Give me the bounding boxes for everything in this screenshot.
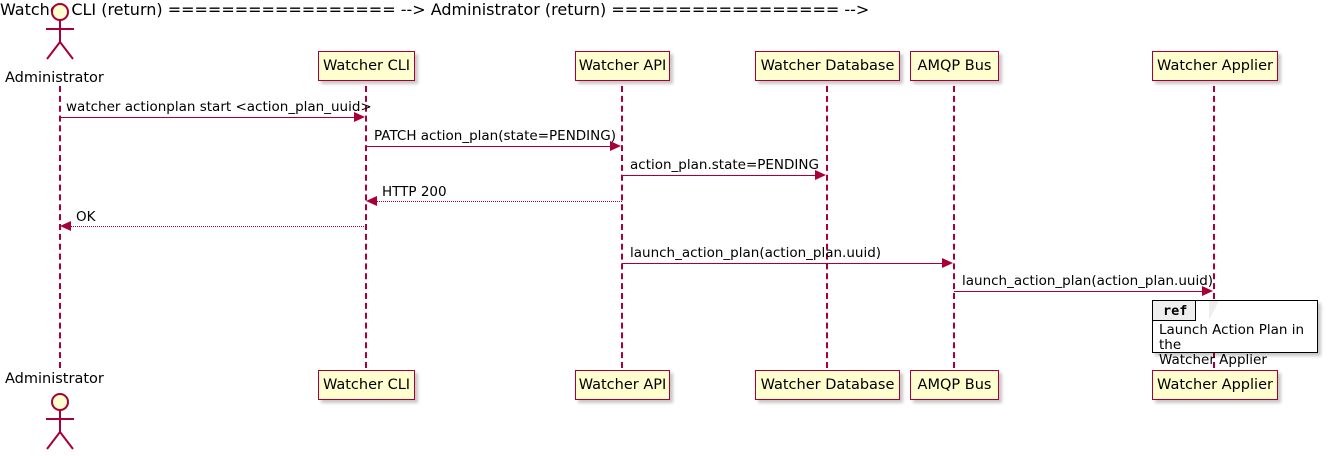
message-arrowhead-ok	[60, 221, 71, 231]
message-arrowhead-launch-action-plan-bus-to-applier	[1202, 286, 1213, 296]
message-label-launch-action-plan-api-to-bus: launch_action_plan(action_plan.uuid)	[630, 245, 882, 261]
message-arrowhead-http-200	[366, 196, 377, 206]
message-label-ok: OK	[76, 209, 96, 225]
message-line-http-200	[377, 201, 622, 202]
participant-watcher-applier-top[interactable]: Watcher Applier	[1152, 51, 1278, 81]
ref-fragment-header-corner	[1209, 301, 1219, 320]
lifeline-watcher-cli	[365, 86, 367, 368]
participant-amqp-bus-bottom[interactable]: AMQP Bus	[910, 370, 999, 400]
participant-watcher-api-bottom[interactable]: Watcher API	[575, 370, 670, 400]
actor-label-administrator-bottom: Administrator	[5, 371, 104, 387]
participant-watcher-database-top[interactable]: Watcher Database	[755, 51, 900, 81]
message-arrowhead-watcher-actionplan-start	[354, 112, 365, 122]
actor-administrator-bottom	[46, 393, 74, 450]
lifeline-amqp-bus	[953, 86, 955, 368]
message-line-action-plan-state-pending	[622, 175, 816, 176]
participant-watcher-database-bottom[interactable]: Watcher Database	[755, 370, 900, 400]
actor-administrator-top	[46, 3, 74, 60]
lifeline-watcher-database	[826, 86, 828, 368]
message-arrowhead-patch-action-plan	[610, 141, 621, 151]
participant-amqp-bus-top[interactable]: AMQP Bus	[910, 51, 999, 81]
ref-fragment-body-line-1: Launch Action Plan in the	[1159, 322, 1305, 353]
message-line-launch-action-plan-bus-to-applier	[954, 291, 1203, 292]
message-label-patch-action-plan: PATCH action_plan(state=PENDING)	[374, 128, 616, 144]
participant-watcher-applier-bottom[interactable]: Watcher Applier	[1152, 370, 1278, 400]
message-label-action-plan-state-pending: action_plan.state=PENDING	[630, 157, 819, 173]
ref-fragment-header-label: ref	[1163, 302, 1188, 319]
participant-watcher-cli-top[interactable]: Watcher CLI	[318, 51, 415, 81]
ref-fragment-header: ref	[1153, 301, 1197, 321]
participant-watcher-cli-bottom[interactable]: Watcher CLI	[318, 370, 415, 400]
ref-fragment-body: Launch Action Plan in the Watcher Applie…	[1159, 323, 1313, 368]
message-line-ok	[71, 226, 366, 227]
message-label-http-200: HTTP 200	[382, 184, 447, 200]
message-line-watcher-actionplan-start	[60, 117, 355, 118]
actor-label-administrator-top: Administrator	[5, 70, 104, 86]
message-line-launch-action-plan-api-to-bus	[622, 263, 943, 264]
lifeline-watcher-applier	[1213, 86, 1215, 368]
message-line-patch-action-plan	[366, 146, 611, 147]
message-label-watcher-actionplan-start: watcher actionplan start <action_plan_uu…	[66, 99, 372, 115]
message-arrowhead-launch-action-plan-api-to-bus	[942, 258, 953, 268]
message-label-launch-action-plan-bus-to-applier: launch_action_plan(action_plan.uuid)	[962, 273, 1214, 289]
ref-fragment-launch-action-plan[interactable]: ref Launch Action Plan in the Watcher Ap…	[1152, 300, 1318, 368]
message-arrowhead-action-plan-state-pending	[815, 170, 826, 180]
participant-watcher-api-top[interactable]: Watcher API	[575, 51, 670, 81]
lifeline-watcher-api	[621, 86, 623, 368]
ref-fragment-body-line-2: Watcher Applier	[1159, 352, 1267, 368]
